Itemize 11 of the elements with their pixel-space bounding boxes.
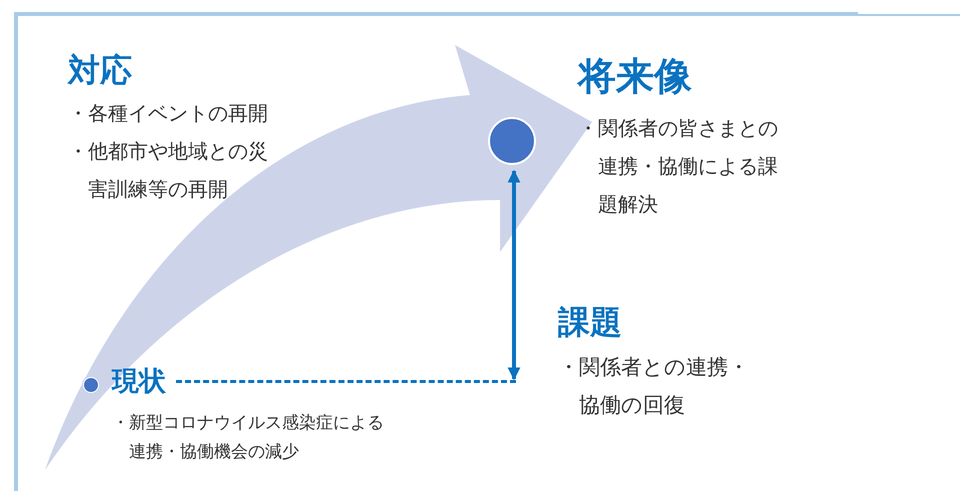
- double-arrow: [508, 170, 520, 380]
- bullet-text: ・関係者の皆さまとの連携・協働による課題解決: [578, 115, 779, 218]
- heading: 対応: [68, 50, 132, 91]
- bullet-text: ・他都市や地域との災害訓練等の再開: [68, 138, 268, 203]
- bullet-text: ・関係者との連携・協働の回復: [558, 354, 750, 419]
- heading: 将来像: [578, 53, 692, 100]
- heading: 現状: [112, 365, 166, 399]
- circle-marker: [83, 377, 99, 393]
- bullet-text: ・各種イベントの再開: [68, 100, 269, 127]
- heading: 課題: [558, 302, 622, 343]
- bullet-text: ・新型コロナウイルス感染症による連携・協働機会の減少: [112, 412, 385, 464]
